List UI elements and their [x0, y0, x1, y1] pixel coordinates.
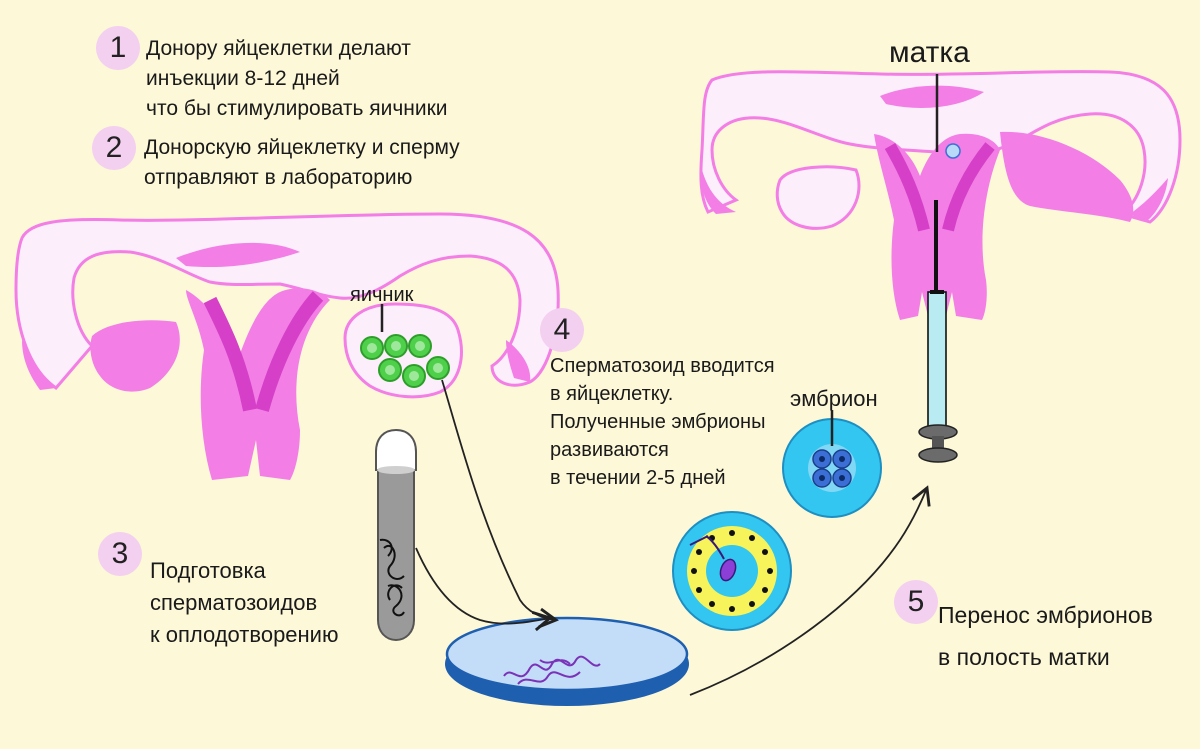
embryo-illustration — [782, 410, 882, 518]
ovary-illustration — [343, 302, 463, 399]
step-3-line-2: сперматозоидов — [150, 590, 318, 615]
fertilization-illustration — [672, 511, 792, 631]
ovary-label: яичник — [350, 284, 414, 306]
step-3-badge: 3 — [98, 532, 142, 576]
step-5-line-2: в полость матки — [938, 644, 1110, 670]
step-3-line-1: Подготовка — [150, 558, 266, 583]
process-arrows — [415, 379, 931, 696]
embryo-label: эмбрион — [790, 386, 878, 411]
step-2-text: Донорскую яйцеклетку и сперму отправляют… — [144, 133, 460, 193]
step-4-text: Сперматозоид вводится в яйцеклетку. Полу… — [550, 352, 775, 492]
step-1-badge: 1 — [96, 26, 140, 70]
test-tube-illustration — [375, 428, 417, 642]
step-4-line-3: Полученные эмбрионы — [550, 411, 766, 433]
step-2-badge: 2 — [92, 126, 136, 170]
step-1-line-1: Донору яйцеклетки делают — [146, 37, 411, 60]
step-4-line-5: в течении 2-5 дней — [550, 467, 726, 489]
step-2-line-2: отправляют в лабораторию — [144, 166, 413, 189]
step-4-line-2: в яйцеклетку. — [550, 383, 674, 405]
step-1-line-3: что бы стимулировать яичники — [146, 97, 448, 120]
step-5-text: Перенос эмбрионов в полость матки — [938, 594, 1153, 678]
step-1-text: Донору яйцеклетки делают инъекции 8-12 д… — [146, 34, 448, 124]
uterus-label: матка — [889, 36, 970, 69]
syringe-illustration — [918, 200, 958, 463]
step-4-line-1: Сперматозоид вводится — [550, 355, 775, 377]
step-3-line-3: к оплодотворению — [150, 622, 339, 647]
step-4-line-4: развиваются — [550, 439, 669, 461]
step-2-line-1: Донорскую яйцеклетку и сперму — [144, 136, 460, 159]
step-4-badge: 4 — [540, 308, 584, 352]
step-3-text: Подготовка сперматозоидов к оплодотворен… — [150, 555, 338, 651]
step-5-line-1: Перенос эмбрионов — [938, 602, 1153, 628]
step-5-badge: 5 — [894, 580, 938, 624]
uterus-right-illustration — [699, 70, 1182, 320]
step-1-line-2: инъекции 8-12 дней — [146, 67, 340, 90]
petri-dish-illustration — [445, 616, 689, 706]
uterus-left-illustration — [14, 212, 560, 480]
